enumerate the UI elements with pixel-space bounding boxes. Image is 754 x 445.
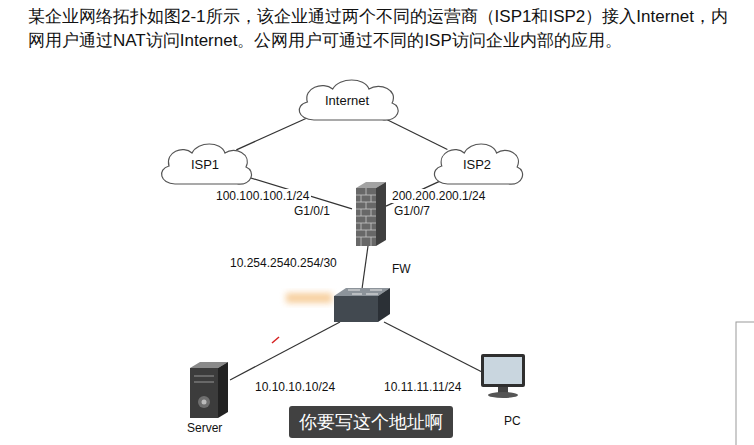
cloud-label: Internet <box>325 93 369 108</box>
switch-icon <box>334 288 390 322</box>
cloud-shape <box>434 144 522 184</box>
label-wrap: 200.200.200.1/24 <box>390 186 487 204</box>
server-icon <box>190 362 228 418</box>
cloud-shape <box>162 144 252 184</box>
device-node: PC <box>478 352 528 396</box>
label-wrap: 10.10.10.10/24 <box>253 377 337 395</box>
address-label: 100.100.100.1/24 <box>214 189 311 203</box>
address-label: G1/0/7 <box>392 204 432 218</box>
label-wrap: 你要写这个地址啊 <box>289 406 453 438</box>
label-wrap: 100.100.100.1/24 <box>214 186 311 204</box>
network-link <box>236 115 314 150</box>
cloud-label: ISP2 <box>463 157 491 172</box>
address-label: 10.254.2540.254/30 <box>228 256 339 270</box>
cloud-outline <box>292 76 402 124</box>
network-cloud: ISP1 <box>155 140 255 188</box>
wire <box>384 322 482 372</box>
label-wrap: G1/0/1 <box>292 201 332 219</box>
wires <box>230 246 482 380</box>
video-subtitle: 你要写这个地址啊 <box>289 406 453 438</box>
cloud-outline <box>428 140 526 188</box>
address-label: 10.10.10.10/24 <box>253 380 337 394</box>
pen-mark <box>272 337 279 343</box>
pc-icon <box>481 354 525 398</box>
blur-mark <box>286 293 332 303</box>
problem-text: 某企业网络拓扑如图2-1所示，该企业通过两个不同的运营商（ISP1和ISP2）接… <box>28 7 728 50</box>
network-link <box>242 175 352 209</box>
address-label: 200.200.200.1/24 <box>390 189 487 203</box>
side-panel <box>736 322 754 445</box>
network-link <box>378 115 447 149</box>
device-node: Server <box>183 362 229 418</box>
device-label: PC <box>504 414 521 428</box>
wire <box>230 322 340 380</box>
network-cloud: ISP2 <box>428 140 526 188</box>
cloud-shape <box>299 80 398 120</box>
device-label: Server <box>187 421 222 435</box>
network-link <box>386 178 446 206</box>
device-node: FW <box>352 182 386 246</box>
cloud-outline <box>155 140 255 188</box>
cloud-label-wrap: ISP2 <box>428 140 526 188</box>
cloud-label: ISP1 <box>191 157 219 172</box>
cloud-label-wrap: ISP1 <box>155 140 255 188</box>
problem-statement: 某企业网络拓扑如图2-1所示，该企业通过两个不同的运营商（ISP1和ISP2）接… <box>28 5 744 53</box>
network-cloud: Internet <box>292 76 402 124</box>
wire <box>362 246 368 289</box>
cloud-label-wrap: Internet <box>292 76 402 124</box>
label-wrap: G1/0/7 <box>392 201 432 219</box>
address-label: G1/0/1 <box>292 204 332 218</box>
address-label: 10.11.11.11/24 <box>382 380 463 394</box>
label-wrap: 10.254.2540.254/30 <box>228 253 339 271</box>
firewall-icon <box>356 182 386 246</box>
label-wrap: 10.11.11.11/24 <box>382 377 463 395</box>
device-label: FW <box>392 262 411 276</box>
